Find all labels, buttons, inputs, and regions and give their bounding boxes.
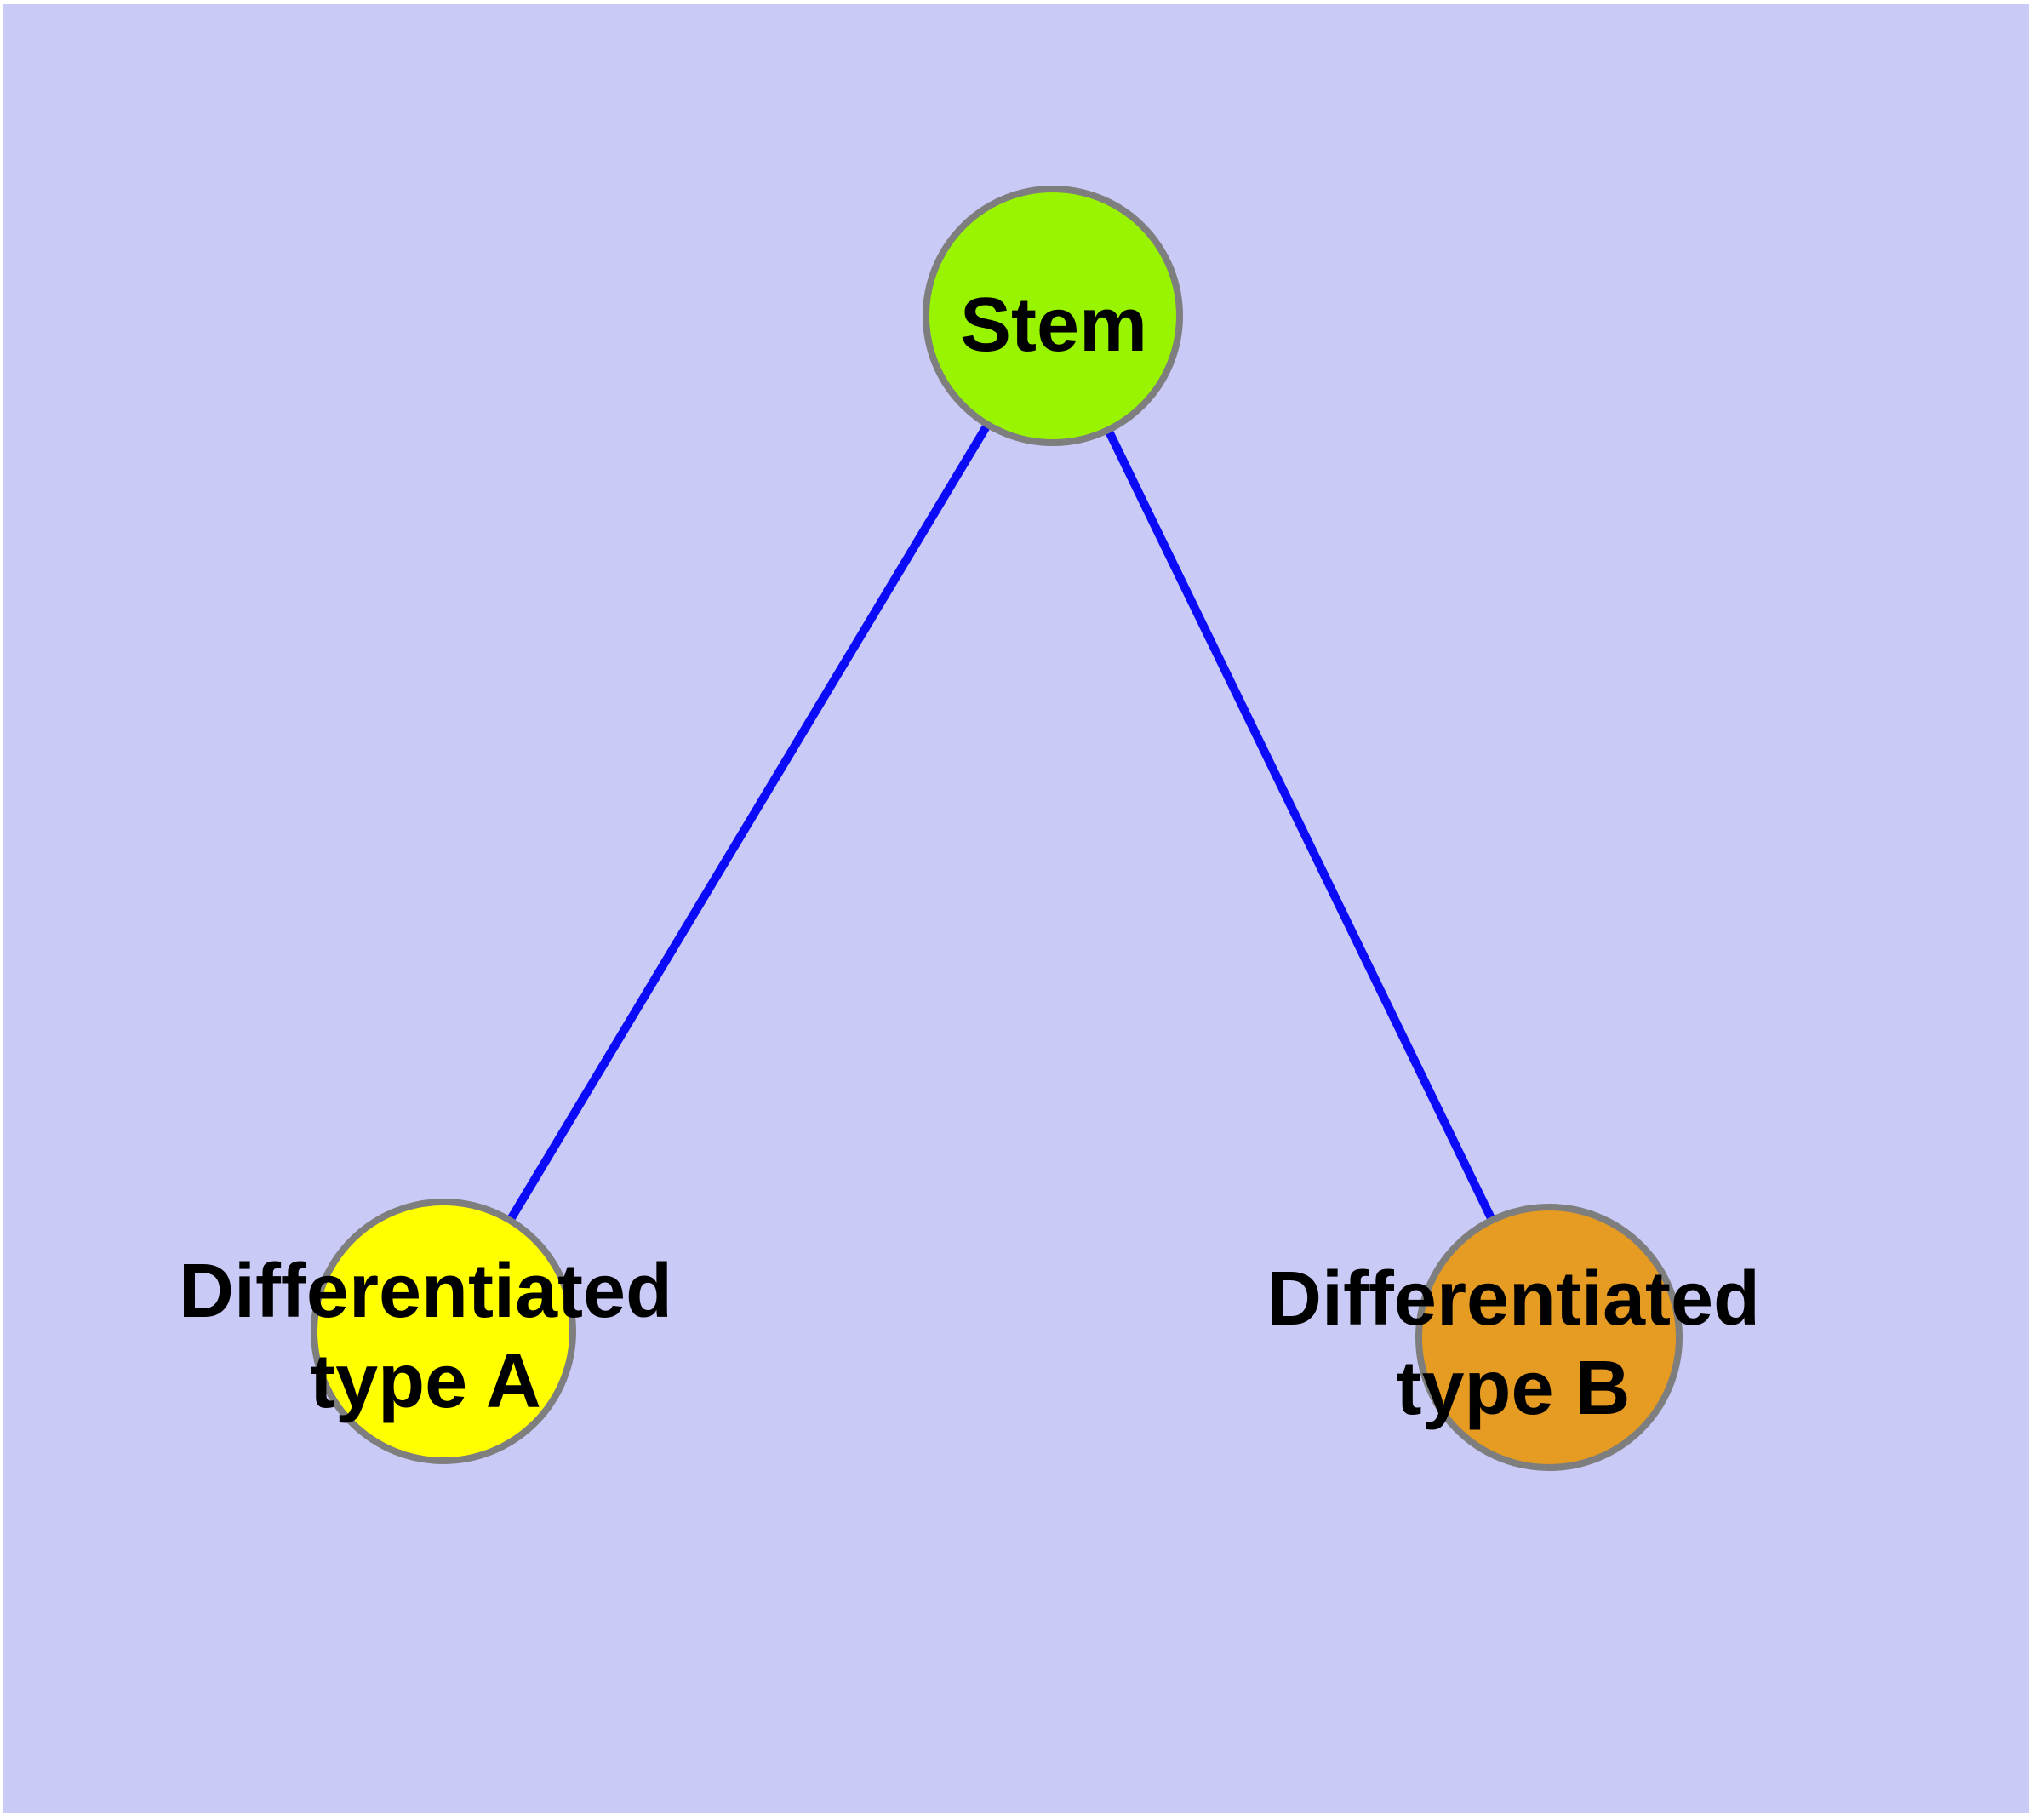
node-label-stem: Stem [960, 283, 1147, 368]
node-label-type-b-line1: Differentiated [1266, 1256, 1760, 1342]
node-stem [923, 186, 1183, 446]
edge-stem-to-type-a [439, 313, 1057, 1334]
edge-stem-to-type-b [1049, 313, 1553, 1340]
node-differentiated-type-b [1415, 1204, 1683, 1471]
node-label-type-a-line2: type A [310, 1339, 541, 1424]
node-label-type-a-line1: Differentiated [179, 1249, 672, 1334]
node-differentiated-type-a [311, 1199, 576, 1464]
node-label-type-b-line2: type B [1396, 1346, 1630, 1431]
